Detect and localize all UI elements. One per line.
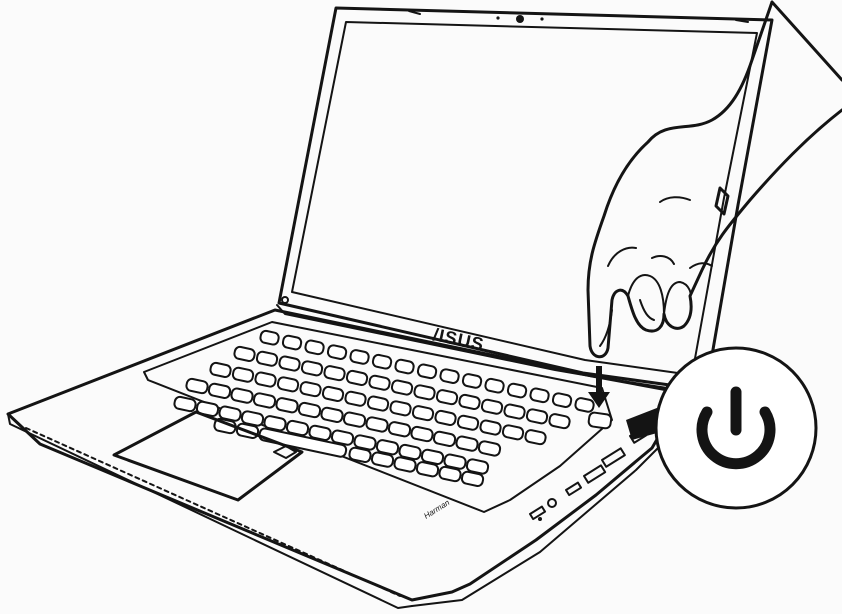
keyboard-key: [391, 380, 413, 396]
keyboard-key: [525, 429, 547, 445]
keyboard-key: [456, 436, 479, 452]
keyboard-key: [346, 370, 368, 386]
keyboard-key: [324, 365, 346, 381]
power-callout: [656, 348, 816, 508]
keyboard-key: [260, 330, 280, 345]
power-key: [588, 412, 612, 429]
keyboard-key: [350, 349, 370, 364]
keyboard-key: [440, 368, 460, 383]
keyboard-key: [253, 392, 276, 408]
keyboard: [174, 330, 595, 487]
keyboard-key: [210, 362, 232, 378]
keyboard-key: [504, 404, 526, 420]
keyboard-key: [369, 375, 391, 391]
keyboard-key: [436, 389, 458, 405]
keyboard-key: [433, 431, 456, 447]
keyboard-key: [256, 351, 278, 367]
keyboard-key: [502, 424, 524, 440]
keyboard-key: [462, 373, 482, 388]
keyboard-key: [388, 421, 411, 437]
keyboard-key: [301, 360, 323, 376]
keyboard-key: [234, 346, 256, 362]
keyboard-key: [372, 354, 392, 369]
hand-illustration: [588, 2, 842, 357]
keyboard-key: [298, 402, 321, 418]
keyboard-key: [321, 407, 344, 423]
keyboard-key: [327, 344, 347, 359]
keyboard-key: [530, 388, 550, 403]
keyboard-key: [552, 392, 572, 407]
keyboard-key: [457, 415, 479, 431]
keyboard-key: [232, 367, 254, 383]
keyboard-key: [459, 394, 481, 410]
webcam-icon: [516, 15, 524, 23]
keyboard-key: [300, 381, 322, 397]
keyboard-key: [255, 372, 277, 388]
keyboard-key: [395, 359, 415, 374]
keyboard-key: [549, 413, 571, 429]
keyboard-key: [367, 396, 389, 412]
keyboard-key: [186, 378, 209, 394]
keyboard-key: [279, 356, 301, 372]
keyboard-key: [277, 376, 299, 392]
keyboard-key: [390, 400, 412, 416]
keyboard-key: [414, 384, 436, 400]
palmrest-badge: Harman: [422, 498, 451, 521]
keyboard-key: [343, 412, 366, 428]
keyboard-key: [507, 383, 527, 398]
keyboard-key: [322, 386, 344, 402]
keyboard-key: [412, 405, 434, 421]
keyboard-key: [208, 383, 231, 399]
keyboard-key: [276, 397, 299, 413]
keyboard-key: [345, 391, 367, 407]
keyboard-key: [366, 416, 389, 432]
keyboard-key: [282, 335, 302, 350]
keyboard-key: [231, 388, 254, 404]
keyboard-key: [417, 364, 437, 379]
keyboard-key: [478, 440, 501, 456]
keyboard-key: [480, 420, 502, 436]
laptop-lid: [279, 8, 772, 390]
keyboard-key: [485, 378, 505, 393]
keyboard-key: [575, 397, 595, 412]
keyboard-key: [526, 408, 548, 424]
keyboard-key: [305, 340, 325, 355]
keyboard-key: [435, 410, 457, 426]
keyboard-key: [411, 426, 434, 442]
keyboard-key: [481, 399, 503, 415]
